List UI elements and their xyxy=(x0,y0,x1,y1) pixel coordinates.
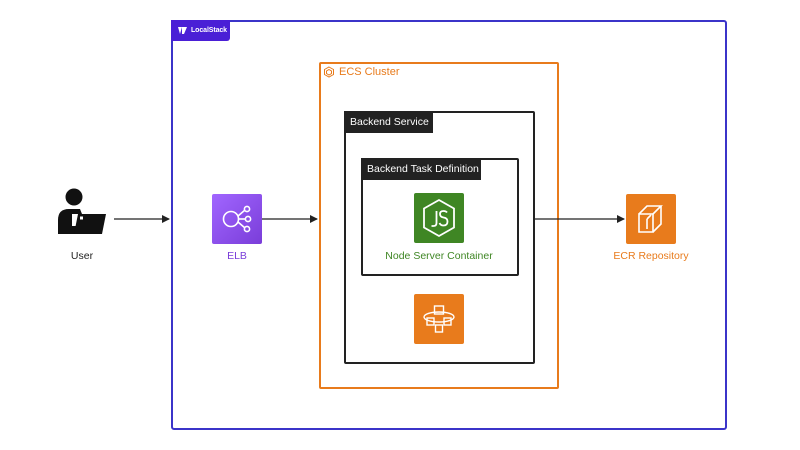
localstack-badge-text: LocalStack xyxy=(191,27,227,34)
ecs-cluster-frame xyxy=(319,62,559,389)
ecs-cluster-label: ECS Cluster xyxy=(339,66,400,78)
elb-node xyxy=(212,194,262,244)
task-definition-label: Backend Task Definition xyxy=(361,158,481,180)
ecr-icon xyxy=(638,205,663,233)
nodejs-icon xyxy=(423,198,455,238)
localstack-logo-icon xyxy=(178,27,187,34)
localstack-badge: LocalStack xyxy=(171,20,230,41)
ecs-cluster-title: ECS Cluster xyxy=(323,66,400,78)
node-container-label: Node Server Container xyxy=(385,250,493,262)
ecr-node xyxy=(626,194,676,244)
ecs-service-node xyxy=(414,294,464,344)
ecs-service-icon xyxy=(423,305,455,333)
load-balancer-icon xyxy=(222,205,252,233)
localstack-frame xyxy=(171,20,727,430)
ecr-label: ECR Repository xyxy=(613,250,689,262)
user-laptop-icon xyxy=(58,188,106,234)
node-container-node xyxy=(414,193,464,243)
user-node xyxy=(56,188,108,236)
backend-service-label: Backend Service xyxy=(344,111,433,133)
backend-service-frame xyxy=(344,111,535,364)
elb-label: ELB xyxy=(227,250,247,262)
ecs-cluster-icon xyxy=(324,66,334,78)
user-label: User xyxy=(70,250,94,262)
